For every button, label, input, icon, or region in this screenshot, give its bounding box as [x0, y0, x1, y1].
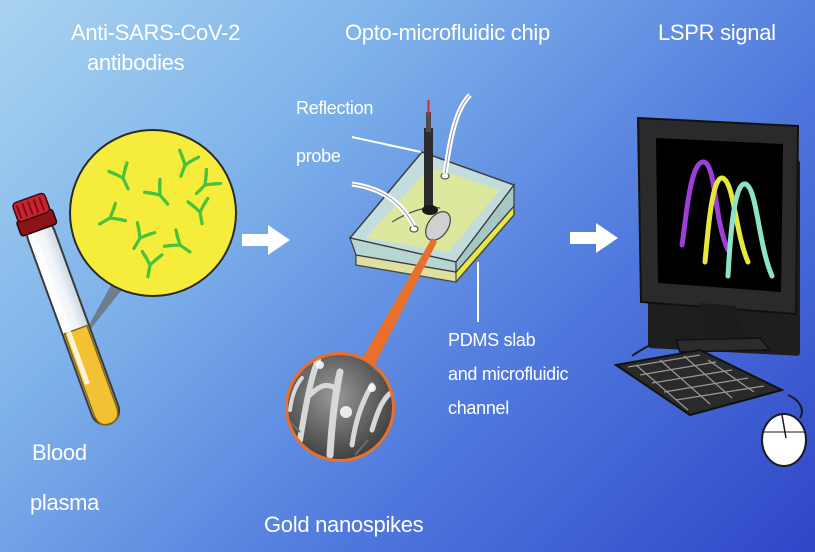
computer-monitor-icon [636, 116, 800, 356]
blood-label-line2: plasma [30, 490, 100, 515]
blood-label-line1: Blood [32, 440, 87, 465]
mouse-icon [761, 394, 807, 467]
reflection-probe-icon [351, 100, 438, 215]
probe-label-line1: Reflection [296, 98, 374, 118]
blood-tube-icon [12, 192, 150, 426]
nanospikes-micrograph-icon [285, 238, 437, 462]
arrow-right-icon [570, 223, 618, 253]
keyboard-icon [613, 339, 785, 417]
arrow-right-icon [242, 225, 290, 255]
antibody-icon [98, 148, 223, 279]
pdms-label-line3: channel [448, 398, 509, 418]
gold-nanospikes-label: Gold nanospikes [264, 512, 424, 537]
pdms-label-line1: PDMS slab [448, 330, 536, 350]
microfluidic-chip-icon [348, 93, 516, 283]
pdms-label-line2: and microfluidic [448, 364, 569, 384]
probe-label-line2: probe [296, 146, 341, 166]
antibodies-label-line2: antibodies [87, 50, 185, 75]
lspr-title: LSPR signal [658, 20, 776, 45]
chip-title: Opto-microfluidic chip [345, 20, 550, 45]
antibody-circle [69, 129, 237, 297]
antibodies-label-line1: Anti-SARS-CoV-2 [71, 20, 241, 45]
